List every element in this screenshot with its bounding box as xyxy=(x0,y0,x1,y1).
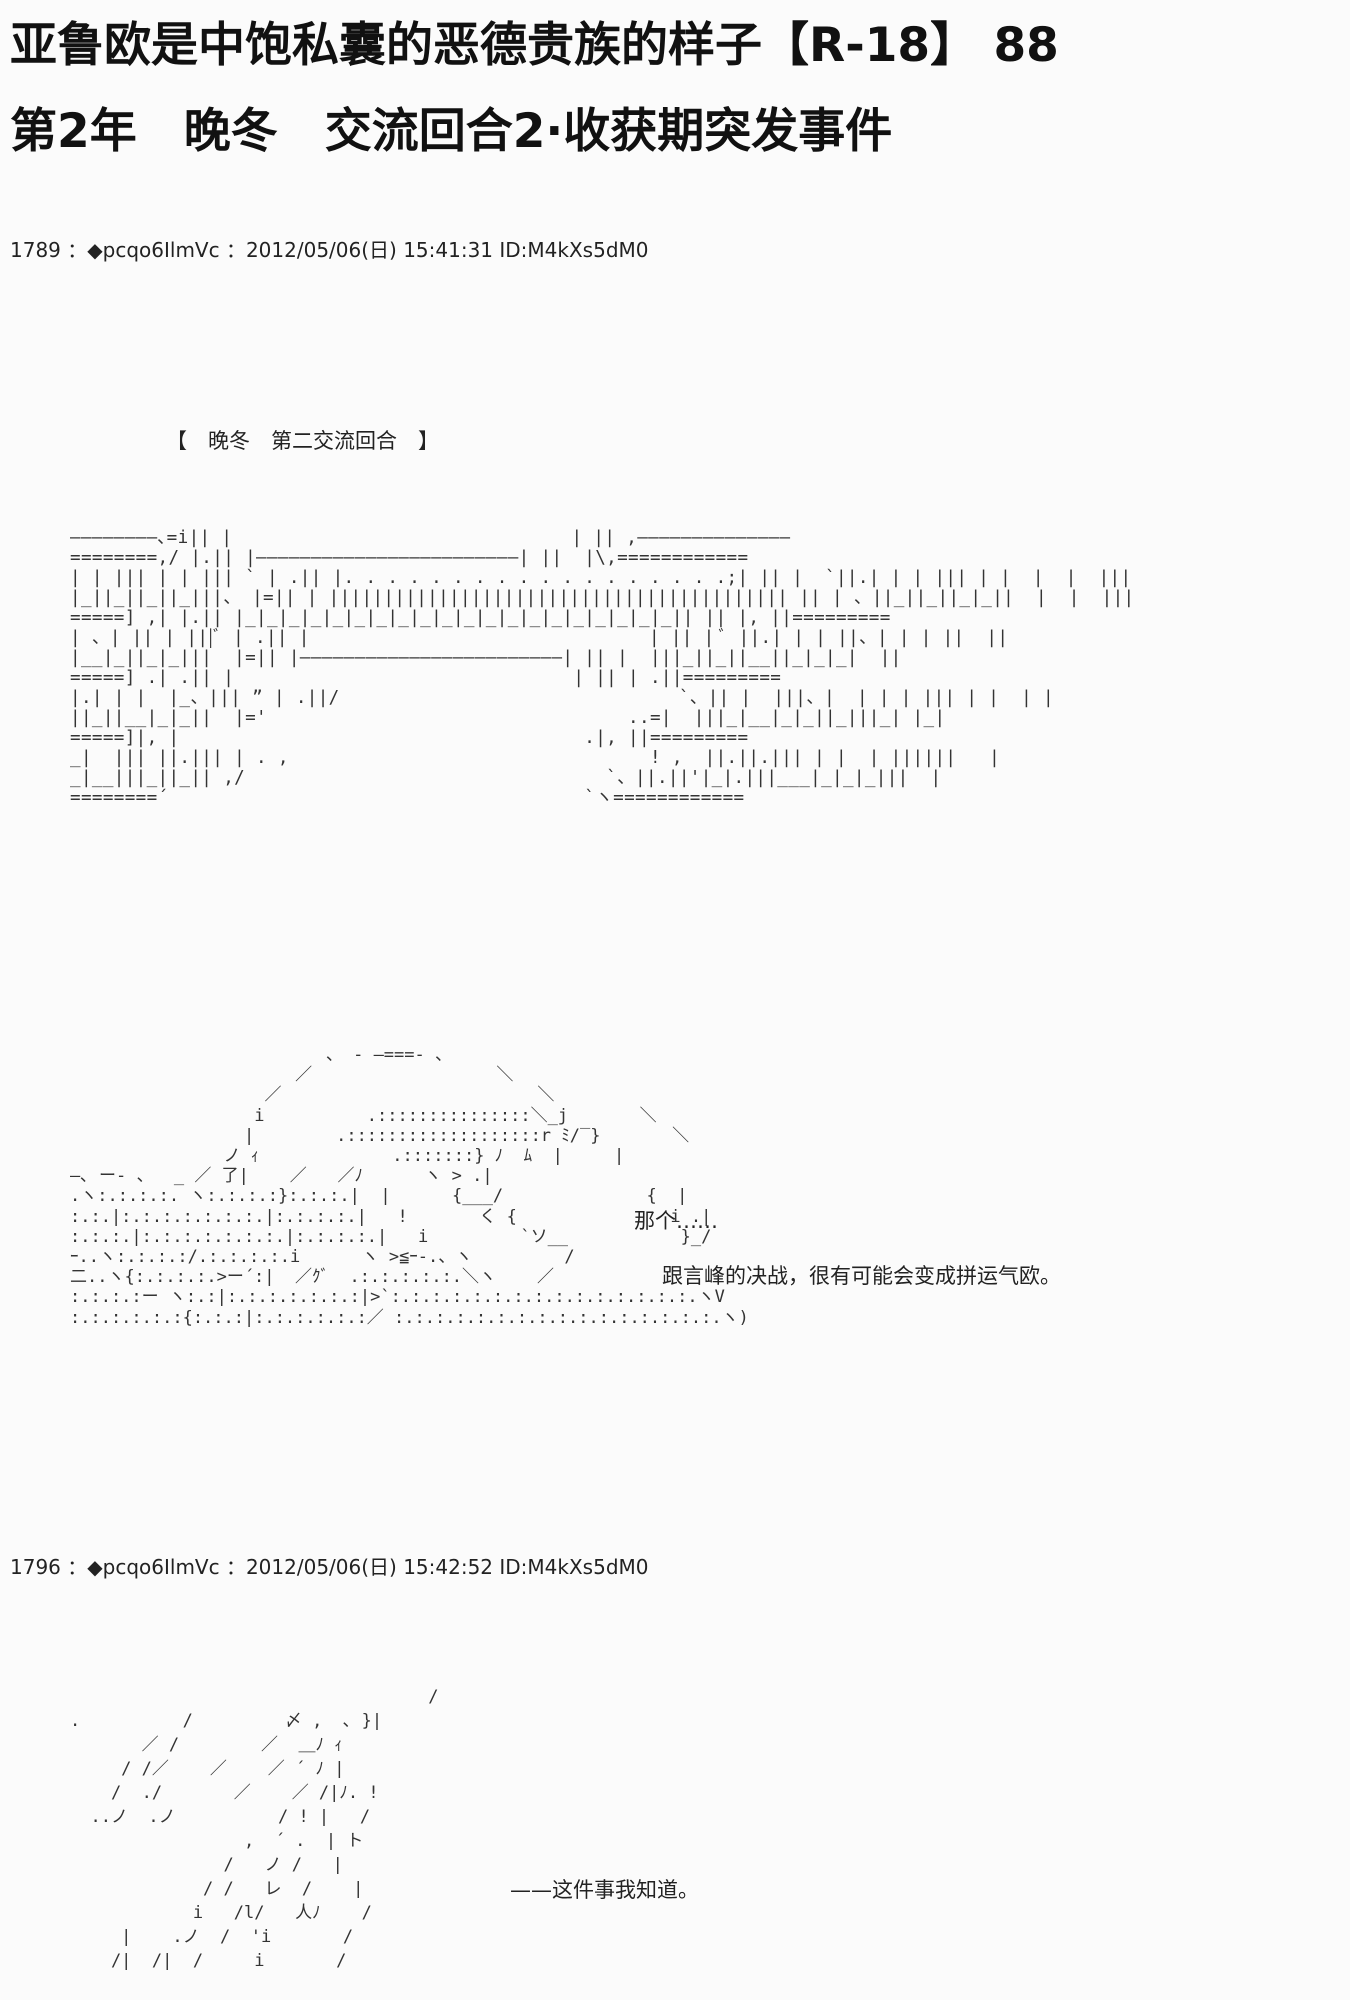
post-header: 1796 ：◆pcqo6IlmVc ：2012/05/06(日) 15:42:5… xyxy=(10,1555,649,1579)
bookshelf-ascii-art: ――――――――､=i|| | | || ,―――――――――――――― ===… xyxy=(70,528,1135,808)
chapter-subtitle: 第2年 晚冬 交流回合2·收获期突发事件 xyxy=(10,104,893,159)
dialogue-line: ——这件事我知道。 xyxy=(510,1878,699,1902)
scene-caption: 【 晚冬 第二交流回合 】 xyxy=(166,429,439,453)
character-ascii-art: 、 - ―===- 、 ／ ＼ ／ ＼ i .:::::::::::::::＼_… xyxy=(70,1045,749,1328)
post-header: 1789 ：◆pcqo6IlmVc ：2012/05/06(日) 15:41:3… xyxy=(10,238,649,262)
page-title: 亚鲁欧是中饱私囊的恶德贵族的样子【R-18】 88 xyxy=(10,18,1059,73)
dialogue-line: 跟言峰的决战，很有可能会变成拼运气欧。 xyxy=(662,1264,1061,1288)
character-ascii-art: / . / 〆 , ､ }| ／ / ／ ＿ﾉ ｨ / /／ ／ ／ ´ ﾉ |… xyxy=(70,1687,439,1971)
dialogue-line: 那个…… xyxy=(634,1209,718,1233)
